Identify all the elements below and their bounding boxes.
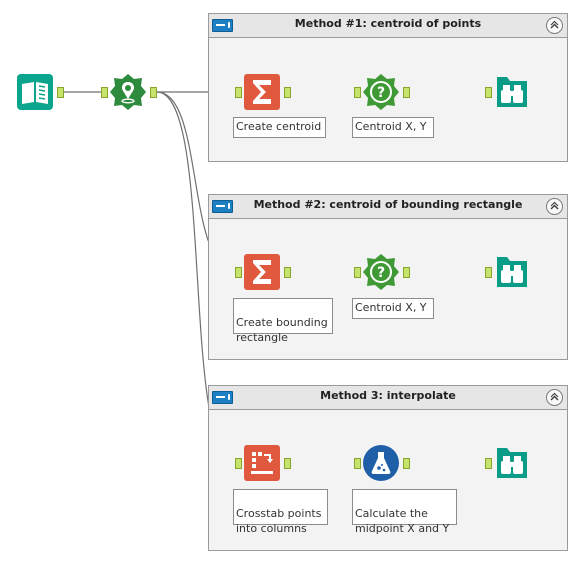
output-anchor[interactable] — [403, 458, 410, 469]
collapse-icon[interactable] — [546, 17, 563, 34]
input-anchor[interactable] — [354, 458, 361, 469]
output-anchor[interactable] — [403, 87, 410, 98]
container-toggle-icon[interactable] — [212, 200, 233, 213]
annotation-text: Crosstab points into columns — [236, 507, 322, 535]
container-title: Method 3: interpolate — [320, 389, 456, 402]
output-anchor[interactable] — [284, 458, 291, 469]
input-anchor[interactable] — [101, 87, 108, 98]
container-title: Method #1: centroid of points — [294, 17, 482, 30]
collapse-icon[interactable] — [546, 198, 563, 215]
question-gear-icon: ? — [363, 74, 399, 110]
formula-tool-3[interactable] — [363, 445, 399, 481]
output-anchor[interactable] — [57, 87, 64, 98]
create-points-tool[interactable] — [110, 74, 146, 110]
collapse-icon[interactable] — [546, 389, 563, 406]
output-anchor[interactable] — [284, 87, 291, 98]
input-anchor[interactable] — [354, 87, 361, 98]
browse-tool-2[interactable] — [494, 254, 530, 290]
container-header[interactable]: Method #2: centroid of bounding rectangl… — [209, 195, 567, 219]
tool-annotation: Centroid X, Y — [352, 117, 434, 138]
output-anchor[interactable] — [150, 87, 157, 98]
input-anchor[interactable] — [485, 458, 492, 469]
container-toggle-icon[interactable] — [212, 19, 233, 32]
tool-annotation: Crosstab points into columns — [233, 489, 328, 535]
input-anchor[interactable] — [485, 87, 492, 98]
browse-tool-3[interactable] — [494, 445, 530, 481]
binoculars-icon — [497, 257, 527, 287]
question-gear-icon: ? — [363, 254, 399, 290]
input-data-tool[interactable] — [17, 74, 53, 110]
sigma-icon — [244, 74, 280, 110]
summarize-tool-2[interactable] — [244, 254, 280, 290]
tool-annotation: Centroid X, Y — [352, 298, 434, 319]
browse-tool-1[interactable] — [494, 74, 530, 110]
annotation-text: Centroid X, Y — [355, 301, 427, 314]
tool-annotation: Create centroid — [233, 117, 326, 138]
tool-annotation: Calculate the midpoint X and Y — [352, 489, 457, 535]
map-pin-icon — [110, 74, 146, 110]
input-anchor[interactable] — [485, 267, 492, 278]
container-toggle-icon[interactable] — [212, 391, 233, 404]
annotation-text: Create bounding rectangle — [236, 316, 328, 344]
crosstab-tool-3[interactable] — [244, 445, 280, 481]
input-anchor[interactable] — [354, 267, 361, 278]
annotation-text: Create centroid — [236, 120, 322, 133]
input-anchor[interactable] — [235, 87, 242, 98]
input-anchor[interactable] — [235, 458, 242, 469]
container-title: Method #2: centroid of bounding rectangl… — [253, 198, 523, 211]
annotation-text: Centroid X, Y — [355, 120, 427, 133]
crosstab-icon — [244, 445, 280, 481]
input-anchor[interactable] — [235, 267, 242, 278]
svg-text:?: ? — [377, 265, 385, 281]
summarize-tool-1[interactable] — [244, 74, 280, 110]
formula-tool-1[interactable]: ? — [363, 74, 399, 110]
book-icon — [17, 74, 53, 110]
sigma-icon — [244, 254, 280, 290]
svg-text:?: ? — [377, 85, 385, 101]
output-anchor[interactable] — [284, 267, 291, 278]
tool-annotation: Create bounding rectangle — [233, 298, 333, 344]
formula-tool-2[interactable]: ? — [363, 254, 399, 290]
binoculars-icon — [497, 448, 527, 478]
annotation-text: Calculate the midpoint X and Y — [355, 507, 450, 535]
flask-icon — [363, 445, 399, 481]
output-anchor[interactable] — [403, 267, 410, 278]
container-header[interactable]: Method #1: centroid of points — [209, 14, 567, 38]
container-header[interactable]: Method 3: interpolate — [209, 386, 567, 410]
binoculars-icon — [497, 77, 527, 107]
